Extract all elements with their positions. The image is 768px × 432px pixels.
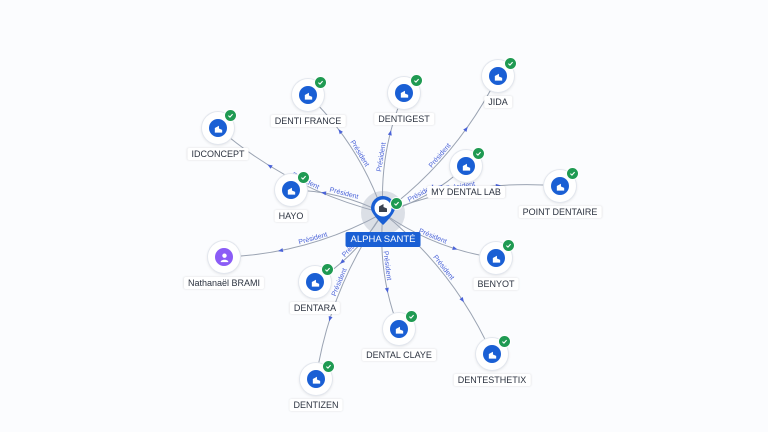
edge-arrow-icon [328,315,333,322]
map-pin-icon [371,196,395,225]
edge-dentesthetix [382,212,493,355]
verified-check-icon [297,171,310,184]
node-label: DENTIGEST [374,113,434,125]
edge-arrow-icon [452,246,458,250]
node-label: DENTIZEN [289,399,343,411]
node-label: BENYOT [473,278,519,290]
node-label: IDCONCEPT [187,148,249,160]
verified-check-icon [322,360,335,373]
node-circle [292,76,327,111]
edge-label-benyot: Président [418,228,448,246]
edge-label-dentigest: Président [376,142,388,172]
node-label: DENTI FRANCE [270,115,346,127]
node-circle [383,310,418,345]
verified-check-icon [224,109,237,122]
verified-check-icon [566,167,579,180]
node-circle [275,171,310,206]
building-icon [489,67,507,85]
node-circle [482,57,517,92]
edge-label-hayo: Président [329,187,359,201]
node-label: MY DENTAL LAB [427,186,505,198]
building-icon [395,84,413,102]
verified-check-icon [390,197,403,210]
edge-arrow-icon [339,259,346,264]
edge-dentizen [315,212,384,380]
node-label: DENTAL CLAYE [362,349,436,361]
edge-label-dental-claye: Président [381,251,392,281]
node-label: Nathanaël BRAMI [183,277,265,289]
edge-arrow-icon [267,164,273,169]
building-icon [390,320,408,338]
node-circle [300,360,335,395]
verified-check-icon [314,76,327,89]
edge-arrow-icon [459,296,464,303]
node-circle [202,109,237,144]
verified-check-icon [502,239,515,252]
verified-check-icon [410,74,423,87]
edge-arrow-icon [321,191,327,196]
center-company-label: ALPHA SANTÉ [345,232,421,247]
node-circle [450,147,485,182]
verified-check-icon [405,310,418,323]
node-label: POINT DENTAIRE [518,206,602,218]
edge-arrow-icon [387,130,392,136]
person-icon [215,248,233,266]
edge-nathanael-brami [223,212,384,258]
node-label: DENTARA [289,302,341,314]
node-circle [208,241,240,273]
node-circle [476,335,511,370]
verified-check-icon [472,147,485,160]
verified-check-icon [504,57,517,70]
building-icon [306,273,324,291]
node-label: HAYO [274,210,308,222]
node-circle [388,74,423,109]
building-icon [551,177,569,195]
edge-arrow-icon [277,248,284,253]
edge-arrow-icon [463,126,468,132]
edge-label-nathanael-brami: Président [298,231,328,246]
building-icon [457,157,475,175]
edge-label-denti-france: Président [348,139,370,168]
edge-arrow-icon [384,287,389,293]
verified-check-icon [321,263,334,276]
node-circle [480,239,515,274]
node-label: JIDA [484,96,512,108]
building-icon [483,345,501,363]
building-icon [299,86,317,104]
verified-check-icon [498,335,511,348]
building-icon [209,119,227,137]
edge-label-jida: Président [428,142,453,169]
building-icon [487,249,505,267]
node-circle [299,263,334,298]
building-icon [282,181,300,199]
node-circle [544,167,579,202]
edge-label-dentesthetix: Président [431,254,455,282]
building-icon [307,370,325,388]
node-label: DENTESTHETIX [453,374,531,386]
edge-arrow-icon [338,129,343,135]
